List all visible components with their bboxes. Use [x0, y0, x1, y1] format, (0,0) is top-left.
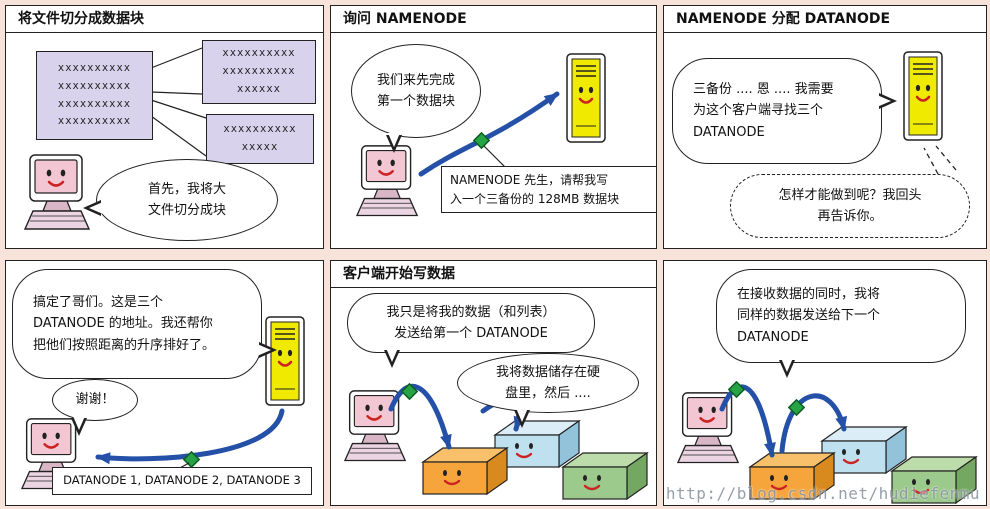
panel-return-datanode-list: 搞定了哥们。这是三个 DATANODE 的地址。我还帮你 把他们按照距离的升序排…	[5, 260, 324, 506]
panel-split-file: 将文件切分成数据块 xxxxxxxxxx xxxxxxxxxx xxxxxxxx…	[5, 5, 324, 249]
panel6-graphics	[676, 381, 978, 505]
bubble-line: 把他们按照距离的升序排好了。	[33, 337, 216, 353]
namenode-server-icon	[264, 315, 306, 407]
label-line: NAMENODE 先生，请帮我写	[450, 173, 609, 187]
split-line	[150, 91, 203, 95]
datanode-speech-bubble: 在接收数据的同时，我将 同样的数据发送给下一个 DATANODE	[716, 269, 966, 378]
block-text-line: xxxxxx	[237, 82, 281, 95]
panel1-graphics	[23, 47, 207, 231]
client-thanks-bubble: 谢谢！	[52, 379, 138, 436]
panel-client-writes: 客户端开始写数据 我只是将我的数据（和列表） 发送给第一个 DATANODE 我…	[330, 260, 657, 506]
namenode-speech-bubble: 搞定了哥们。这是三个 DATANODE 的地址。我还帮你 把他们按照距离的升序排…	[12, 269, 277, 379]
split-line	[150, 47, 203, 69]
datanode-box-icon-green	[561, 451, 649, 501]
namenode-server-icon	[565, 52, 607, 144]
panel-ask-namenode: 询问 NAMENODE 我们来先完成 第一个数据块 NAMENODE 先生，请帮…	[330, 5, 657, 249]
panel3-graphics	[902, 50, 957, 175]
panel-title: NAMENODE 分配 DATANODE	[664, 6, 986, 33]
bubble-line: DATANODE	[693, 124, 765, 140]
block-text-line: xxxxxxxxxx	[57, 79, 132, 92]
panel-allocate-datanode: NAMENODE 分配 DATANODE 三备份 .... 恩 .... 我需要…	[663, 5, 987, 249]
namenode-speech-bubble: 三备份 .... 恩 .... 我需要 为这个客户端寻找三个 DATANODE	[672, 58, 897, 164]
panel-title: 询问 NAMENODE	[331, 6, 656, 33]
block-text-line: xxxxx	[241, 141, 279, 153]
client-speech-bubble: 首先，我将大 文件切分成块	[83, 159, 278, 241]
watermark-url: http://blog.csdn.net/hudiefenmu	[665, 484, 980, 503]
label-line: 入一个三备份的 128MB 数据块	[450, 191, 620, 206]
bubble-line: DATANODE 的地址。我还帮你	[33, 316, 213, 332]
block-text-line: xxxxxxxxxx	[222, 47, 296, 60]
replicate-arrow	[779, 393, 848, 454]
block-text-line: xxxxxxxxxx	[57, 61, 132, 74]
split-line	[150, 99, 207, 119]
block-text-line: xxxxxxxxxx	[57, 97, 132, 110]
client-speech-bubble: 我们来先完成 第一个数据块	[351, 44, 481, 153]
label-connector-line	[483, 145, 507, 169]
namenode-server-icon	[902, 50, 944, 142]
response-arrow	[95, 408, 285, 465]
write-arrow	[719, 384, 776, 458]
bubble-line: 我只是将我的数据（和列表）	[386, 304, 556, 320]
bubble-line: 盘里，然后 ....	[505, 386, 591, 401]
bubble-line: 我们来先完成	[376, 72, 455, 88]
bubble-line: 再告诉你。	[817, 209, 883, 224]
panel-title: 客户端开始写数据	[331, 261, 656, 288]
client-computer-icon	[355, 144, 419, 217]
bubble-line: DATANODE	[737, 329, 809, 345]
client-computer-icon	[23, 153, 91, 231]
thought-tail-dashed	[923, 145, 957, 175]
bubble-line: 发送给第一个 DATANODE	[394, 326, 548, 341]
datanode-box-icon-blue	[493, 419, 581, 469]
panel-pipeline-replication: 在接收数据的同时，我将 同样的数据发送给下一个 DATANODE http://…	[663, 260, 987, 506]
bubble-line: 在接收数据的同时，我将	[737, 287, 881, 303]
panel-title: 将文件切分成数据块	[6, 6, 323, 33]
file-block-main: xxxxxxxxxx xxxxxxxxxx xxxxxxxxxx xxxxxxx…	[36, 51, 153, 140]
datanode-box-icon-orange	[421, 446, 509, 496]
panel2-graphics	[355, 52, 607, 217]
file-block-b: xxxxxxxxxx xxxxx	[206, 114, 314, 164]
bubble-line: 同样的数据发送给下一个	[737, 308, 881, 324]
bubble-line: 搞定了哥们。这是三个	[33, 295, 164, 311]
block-text-line: xxxxxxxxxx	[223, 123, 297, 136]
request-label-box: NAMENODE 先生，请帮我写 入一个三备份的 128MB 数据块	[441, 166, 656, 214]
block-text-line: xxxxxxxxxx	[57, 115, 132, 128]
bubble-line: 为这个客户端寻找三个	[693, 103, 824, 119]
datanode-speech-bubble: 我将数据储存在硬 盘里，然后 ....	[457, 353, 639, 428]
bubble-line: 怎样才能做到呢？我回头	[778, 187, 922, 203]
write-arrow	[388, 383, 452, 450]
bubble-line: 我将数据储存在硬	[495, 364, 600, 380]
datanode-list-box: DATANODE 1, DATANODE 2, DATANODE 3	[52, 467, 312, 495]
bubble-line: 三备份 .... 恩 .... 我需要	[693, 82, 834, 98]
bubble-line: 谢谢！	[75, 392, 115, 408]
bubble-line: 第一个数据块	[376, 94, 455, 109]
client-computer-icon	[676, 391, 740, 464]
client-speech-bubble: 我只是将我的数据（和列表） 发送给第一个 DATANODE	[347, 293, 595, 368]
file-block-a: xxxxxxxxxx xxxxxxxxxx xxxxxx	[202, 40, 316, 104]
namenode-thought-bubble: 怎样才能做到呢？我回头 再告诉你。	[730, 174, 970, 238]
bubble-line: 首先，我将大	[147, 181, 226, 197]
block-text-line: xxxxxxxxxx	[222, 65, 296, 78]
bubble-line: 文件切分成块	[147, 203, 226, 218]
split-line	[150, 115, 207, 157]
